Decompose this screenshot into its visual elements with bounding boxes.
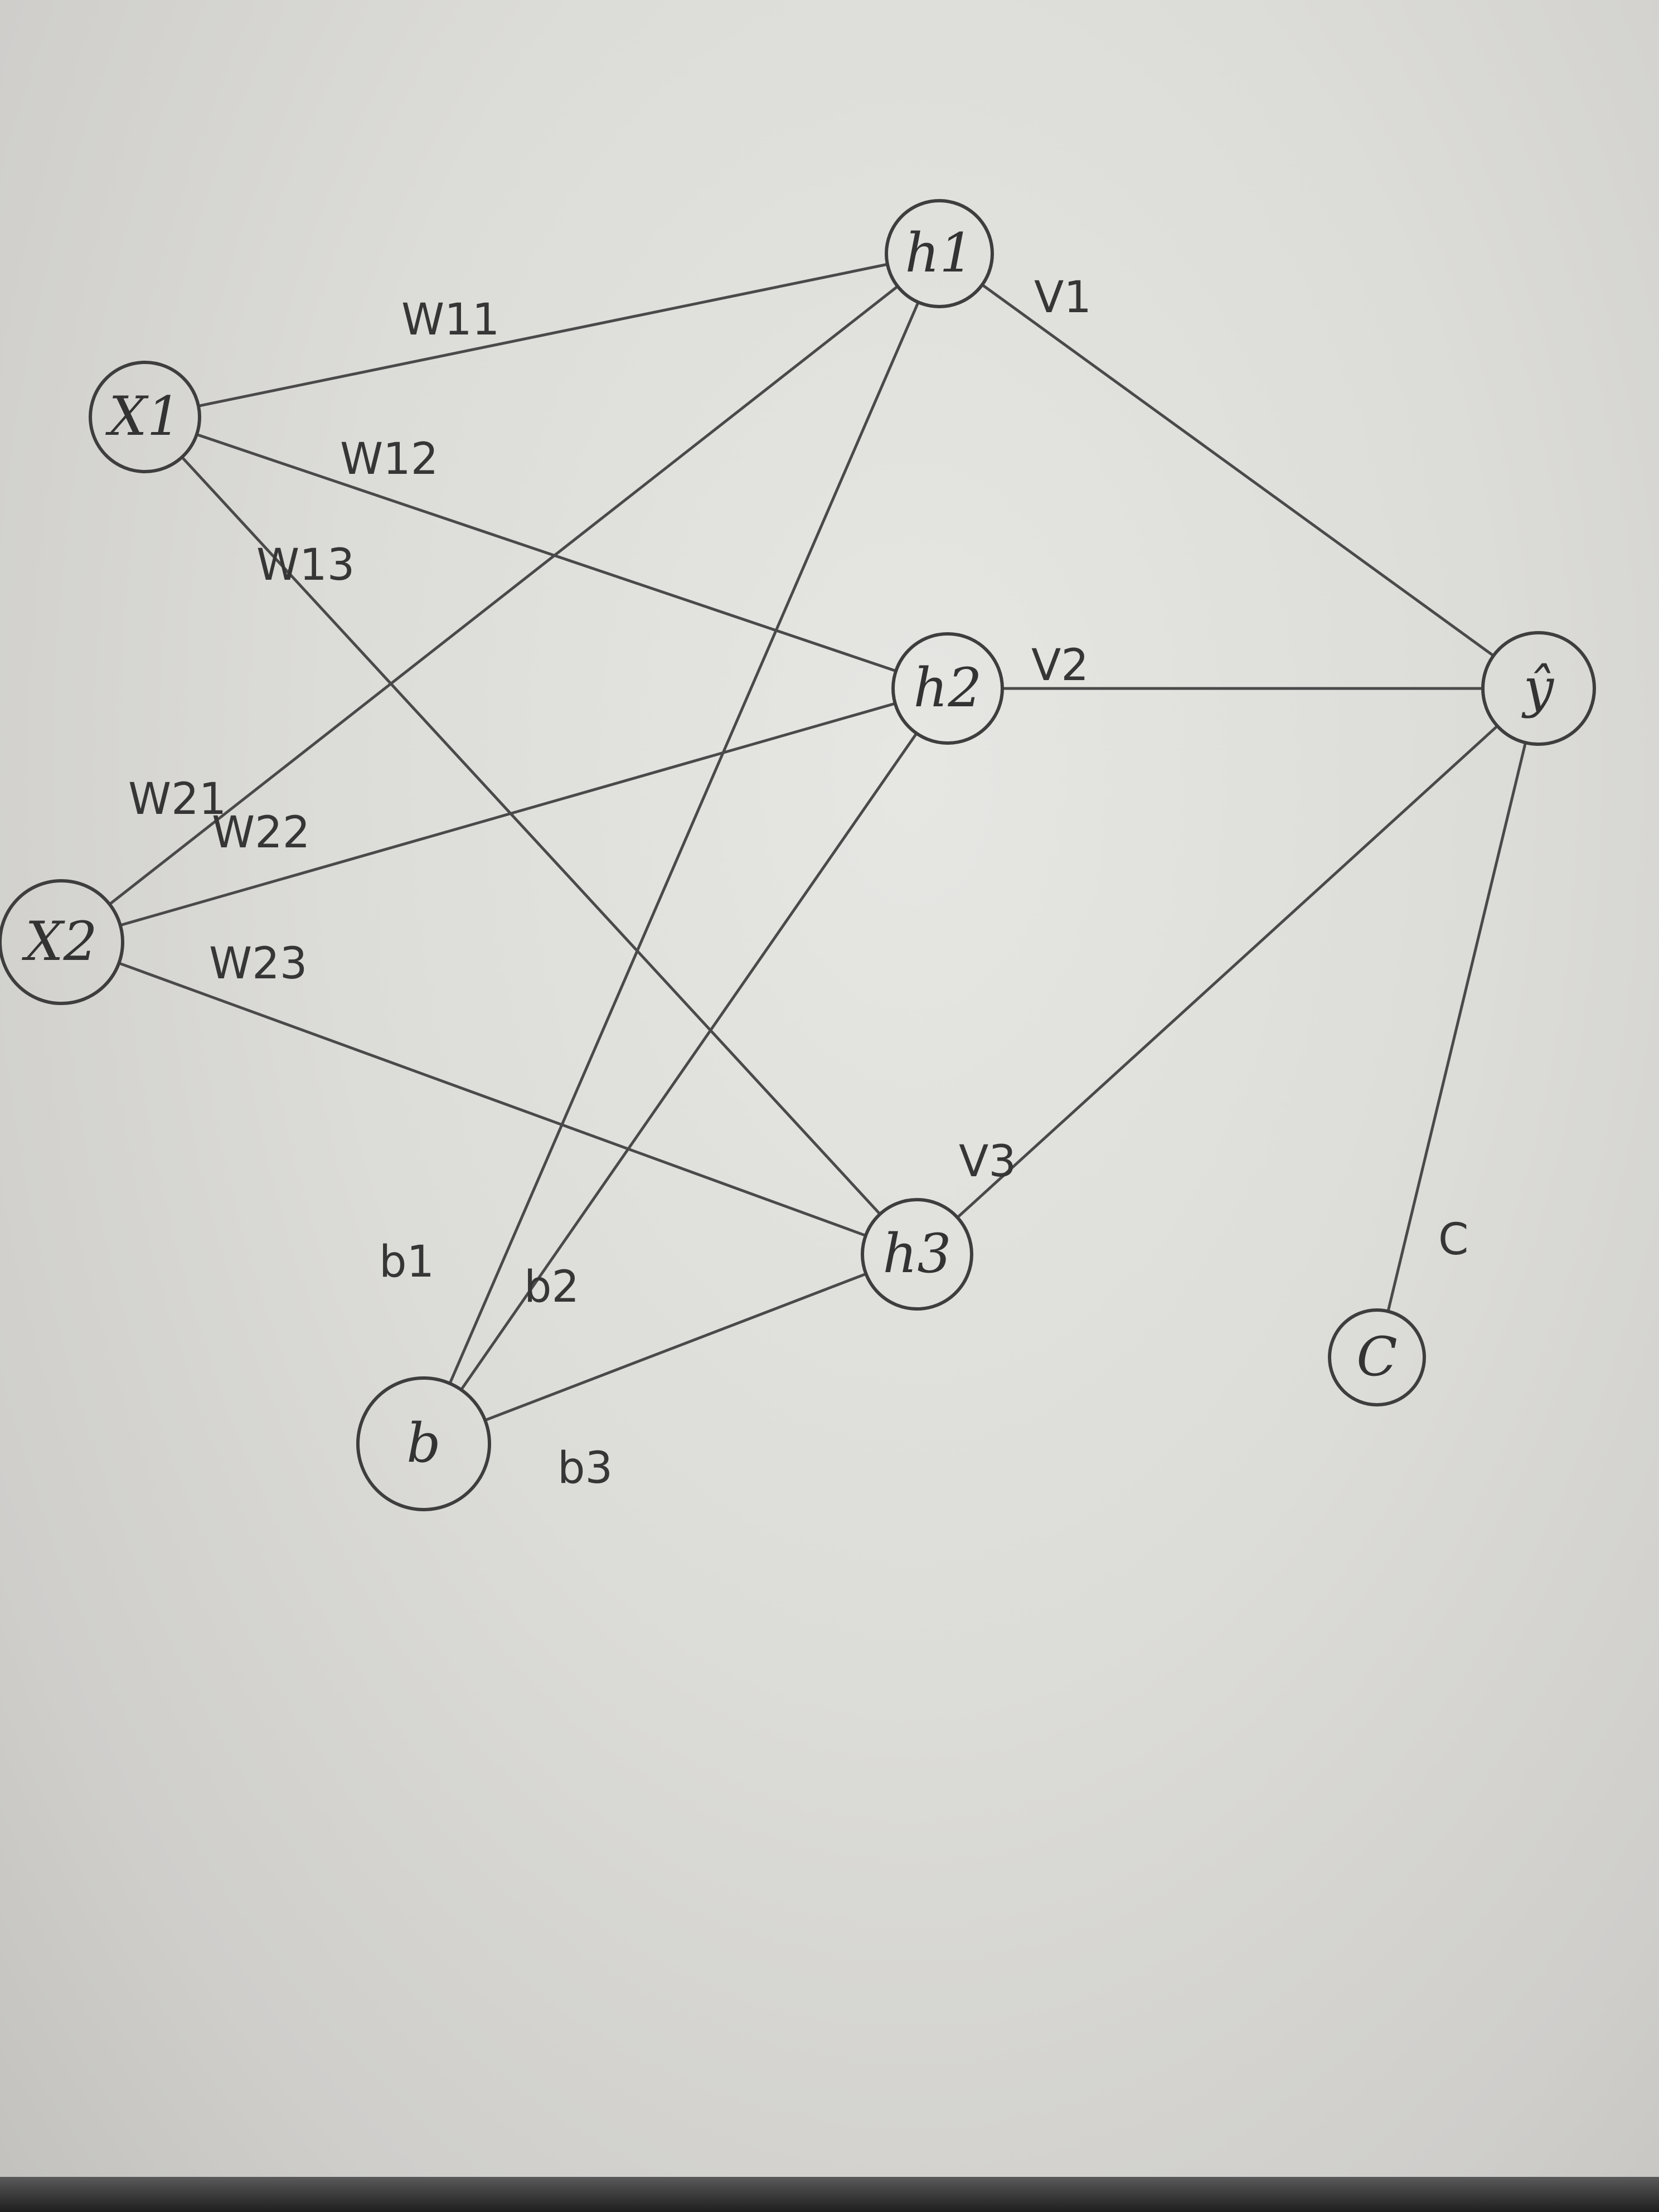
node-label-x1: X1 [105,385,181,448]
edge-c-y [1386,741,1527,1313]
edges-layer [108,263,1527,1422]
node-label-y: ŷ [1521,657,1555,719]
edge-x2-h2 [119,702,897,927]
edge-b-h2 [459,732,918,1391]
edge-label-w12: W12 [340,434,438,484]
node-label-h1: h1 [905,222,974,284]
edge-b-h3 [483,1272,868,1422]
node-circle-b [356,1376,491,1511]
node-circle-x2 [0,879,124,1005]
edge-label-w21: W21 [128,774,226,824]
edge-label-w13: W13 [256,540,355,590]
edge-h1-y [981,283,1495,657]
node-h3: h3 [861,1198,973,1311]
node-y: ŷ [1481,631,1596,746]
table-edge [0,2177,1659,2212]
node-label-h3: h3 [883,1223,952,1285]
node-circle-c [1328,1308,1426,1406]
node-circle-h1 [885,199,994,308]
node-c: C [1328,1308,1426,1406]
node-label-x2: X2 [21,910,97,973]
node-label-h2: h2 [914,657,982,719]
edge-label-w22: W22 [212,808,310,858]
edge-label-b3: b3 [557,1443,613,1493]
node-h2: h2 [891,632,1004,745]
edge-label-w11: W11 [401,295,499,345]
node-label-c: C [1356,1326,1397,1388]
edge-label-v2: V2 [1031,641,1089,691]
node-x1: X1 [89,361,201,473]
edge-label-b2: b2 [524,1262,579,1312]
edge-h3-y [955,724,1499,1219]
node-circle-x1 [89,361,201,473]
node-circle-h3 [861,1198,973,1311]
edge-label-v1: V1 [1034,273,1092,323]
node-circle-h2 [891,632,1004,745]
node-label-b: b [406,1412,440,1474]
edge-label-v3: V3 [959,1137,1016,1187]
edge-x1-h3 [180,455,882,1216]
node-b: b [356,1376,491,1511]
edge-label-w23: W23 [209,939,307,989]
edge-x1-h2 [195,433,898,673]
edge-b-h1 [448,300,920,1385]
edge-label-c: C [1438,1215,1468,1265]
edge-x2-h3 [117,962,867,1237]
node-h1: h1 [885,199,994,308]
edge-x2-h1 [108,285,899,906]
edge-label-b1: b1 [379,1237,434,1287]
edge-x1-h1 [197,263,889,408]
node-x2: X2 [0,879,124,1005]
node-circle-y [1481,631,1596,746]
